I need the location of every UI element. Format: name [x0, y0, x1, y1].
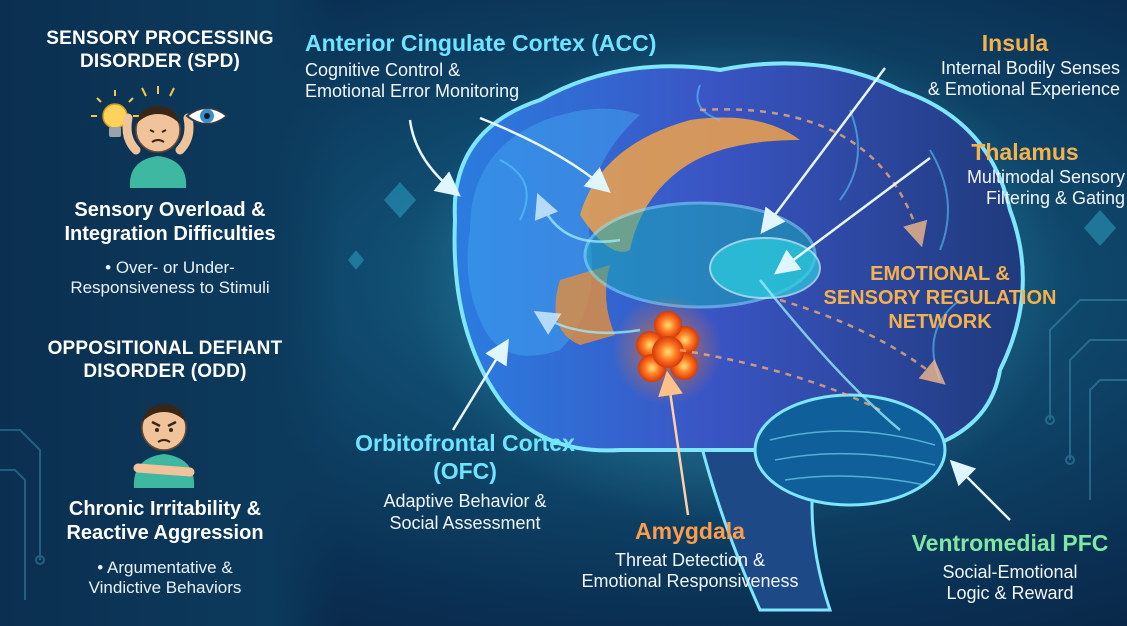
thalamus-label: Thalamus Multimodal Sensory Filtering & … [966, 139, 1125, 209]
decorative-diamonds [348, 182, 1116, 270]
spd-bullet: • Over- or Under- Responsiveness to Stim… [70, 258, 270, 298]
spd-subtitle: Sensory Overload & Integration Difficult… [64, 199, 276, 245]
ofc-label: Orbitofrontal Cortex (OFC) Adaptive Beha… [355, 430, 575, 533]
insula-label: Insula Internal Bodily Senses & Emotiona… [927, 30, 1120, 100]
lightbulb-icon [91, 90, 139, 137]
spd-title: SENSORY PROCESSING DISORDER (SPD) [46, 28, 274, 72]
odd-bullet: • Argumentative & Vindictive Behaviors [88, 558, 242, 598]
left-panel [0, 0, 340, 626]
vmpfc-label: Ventromedial PFC Social-Emotional Logic … [911, 530, 1109, 604]
thalamus-structure [709, 237, 821, 299]
cerebellum [753, 393, 947, 507]
network-label: EMOTIONAL & SENSORY REGULATION NETWORK [823, 263, 1057, 333]
circuit-lines [0, 299, 1127, 600]
acc-label: Anterior Cingulate Cortex (ACC) Cognitiv… [305, 30, 657, 102]
odd-subtitle: Chronic Irritability & Reactive Aggressi… [66, 498, 264, 544]
odd-title: OPPOSITIONAL DEFIANT DISORDER (ODD) [47, 338, 283, 382]
eye-icon [185, 107, 229, 125]
angry-child-icon [133, 404, 195, 488]
amygdala-label: Amygdala Threat Detection & Emotional Re… [581, 518, 799, 592]
distressed-child-icon [122, 86, 194, 188]
